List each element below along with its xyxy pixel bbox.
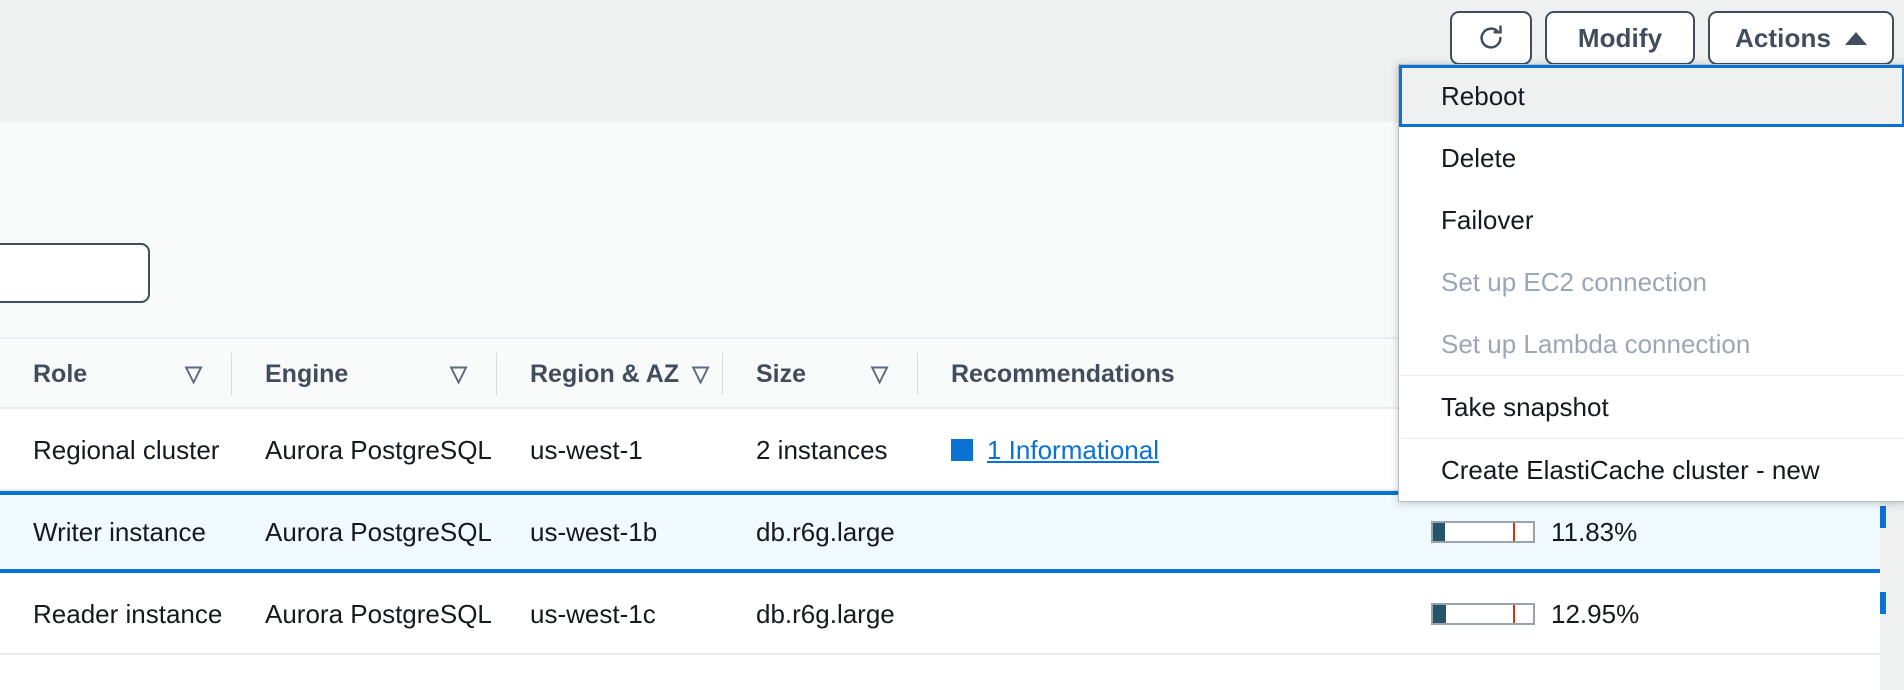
menu-item-label: Create ElastiCache cluster - new <box>1441 454 1820 485</box>
column-header-region-az[interactable]: Region & AZ ▽ <box>497 339 723 409</box>
cpu-meter-label: 12.95% <box>1551 598 1640 629</box>
cpu-meter-fill <box>1433 523 1445 541</box>
menu-item-label: Failover <box>1441 204 1534 235</box>
cpu-meter-fill <box>1433 605 1446 623</box>
cell-role: Regional cluster <box>33 434 220 465</box>
toolbar: Modify Actions <box>1450 11 1894 65</box>
sort-descending-icon[interactable]: ▽ <box>692 361 709 386</box>
cell-recommendations: 1 Informational <box>918 409 1338 491</box>
menu-item-label: Take snapshot <box>1441 391 1609 422</box>
cpu-meter <box>1431 521 1535 543</box>
edge-meter-fragment <box>1880 506 1886 528</box>
column-header-recommendations[interactable]: Recommendations <box>918 339 1338 409</box>
menu-item-label: Set up EC2 connection <box>1441 266 1707 297</box>
refresh-icon <box>1476 23 1506 53</box>
column-divider <box>722 353 723 395</box>
cell-size: db.r6g.large <box>756 598 895 629</box>
column-header-engine[interactable]: Engine ▽ <box>232 339 497 409</box>
cell-region-az: us-west-1c <box>530 598 656 629</box>
table-row[interactable]: Writer instance Aurora PostgreSQL us-wes… <box>0 491 1904 573</box>
actions-dropdown-menu: Reboot Delete Failover Set up EC2 connec… <box>1398 64 1904 502</box>
cell-cpu-utilization: 12.95% <box>1338 573 1668 655</box>
cell-role: Writer instance <box>33 516 206 547</box>
cell-engine: Aurora PostgreSQL <box>265 598 492 629</box>
menu-item-failover[interactable]: Failover <box>1399 189 1904 251</box>
modify-button[interactable]: Modify <box>1545 11 1695 65</box>
menu-item-label: Set up Lambda connection <box>1441 328 1751 359</box>
menu-item-delete[interactable]: Delete <box>1399 127 1904 189</box>
sort-descending-icon[interactable]: ▽ <box>871 361 888 386</box>
menu-item-take-snapshot[interactable]: Take snapshot <box>1399 376 1904 438</box>
table-row[interactable]: Reader instance Aurora PostgreSQL us-wes… <box>0 573 1904 655</box>
column-divider <box>917 353 918 395</box>
column-header-label: Role <box>33 359 88 388</box>
cell-role: Reader instance <box>33 598 223 629</box>
menu-item-label: Delete <box>1441 142 1517 173</box>
column-header-role[interactable]: Role ▽ <box>0 339 232 409</box>
column-header-label: Recommendations <box>951 359 1175 388</box>
menu-item-label: Reboot <box>1441 80 1525 111</box>
column-header-label: Engine <box>265 359 349 388</box>
table-header-divider <box>0 407 1904 409</box>
row-divider <box>0 489 1904 491</box>
column-header-label: Size <box>756 359 807 388</box>
filter-input[interactable] <box>0 243 150 303</box>
column-header-size[interactable]: Size ▽ <box>723 339 918 409</box>
cpu-meter-threshold-marker <box>1513 523 1515 541</box>
actions-button-label: Actions <box>1734 22 1832 53</box>
cell-region-az: us-west-1b <box>530 516 658 547</box>
sort-descending-icon[interactable]: ▽ <box>450 361 467 386</box>
menu-separator <box>1399 438 1904 439</box>
cpu-meter-threshold-marker <box>1513 605 1515 623</box>
cell-recommendations <box>918 491 1338 573</box>
cpu-meter-label: 11.83% <box>1551 516 1638 547</box>
menu-item-reboot[interactable]: Reboot <box>1399 65 1904 127</box>
cell-engine: Aurora PostgreSQL <box>265 516 492 547</box>
refresh-button[interactable] <box>1450 11 1532 65</box>
caret-up-icon <box>1845 31 1868 45</box>
cell-region-az: us-west-1 <box>530 434 643 465</box>
column-divider <box>231 353 232 395</box>
menu-item-set-up-ec2-connection: Set up EC2 connection <box>1399 251 1904 313</box>
cell-size: 2 instances <box>756 434 888 465</box>
menu-item-set-up-lambda-connection: Set up Lambda connection <box>1399 313 1904 375</box>
edge-meter-fragment <box>1880 592 1886 614</box>
cpu-meter <box>1431 603 1535 625</box>
recommendation-link[interactable]: 1 Informational <box>987 434 1159 465</box>
cell-size: db.r6g.large <box>756 516 895 547</box>
modify-button-label: Modify <box>1577 22 1663 53</box>
column-divider <box>496 353 497 395</box>
column-header-label: Region & AZ <box>530 359 680 388</box>
recommendation-badge: 1 Informational <box>951 435 1159 466</box>
informational-swatch-icon <box>951 439 973 461</box>
cell-recommendations <box>918 573 1338 655</box>
menu-item-create-elasticache-cluster[interactable]: Create ElastiCache cluster - new <box>1399 439 1904 501</box>
row-divider <box>0 653 1904 655</box>
cell-cpu-utilization: 11.83% <box>1338 491 1668 573</box>
sort-descending-icon[interactable]: ▽ <box>185 361 202 386</box>
filter-band-divider <box>0 337 1904 339</box>
actions-button[interactable]: Actions <box>1708 11 1894 65</box>
cell-engine: Aurora PostgreSQL <box>265 434 492 465</box>
menu-separator <box>1399 375 1904 376</box>
